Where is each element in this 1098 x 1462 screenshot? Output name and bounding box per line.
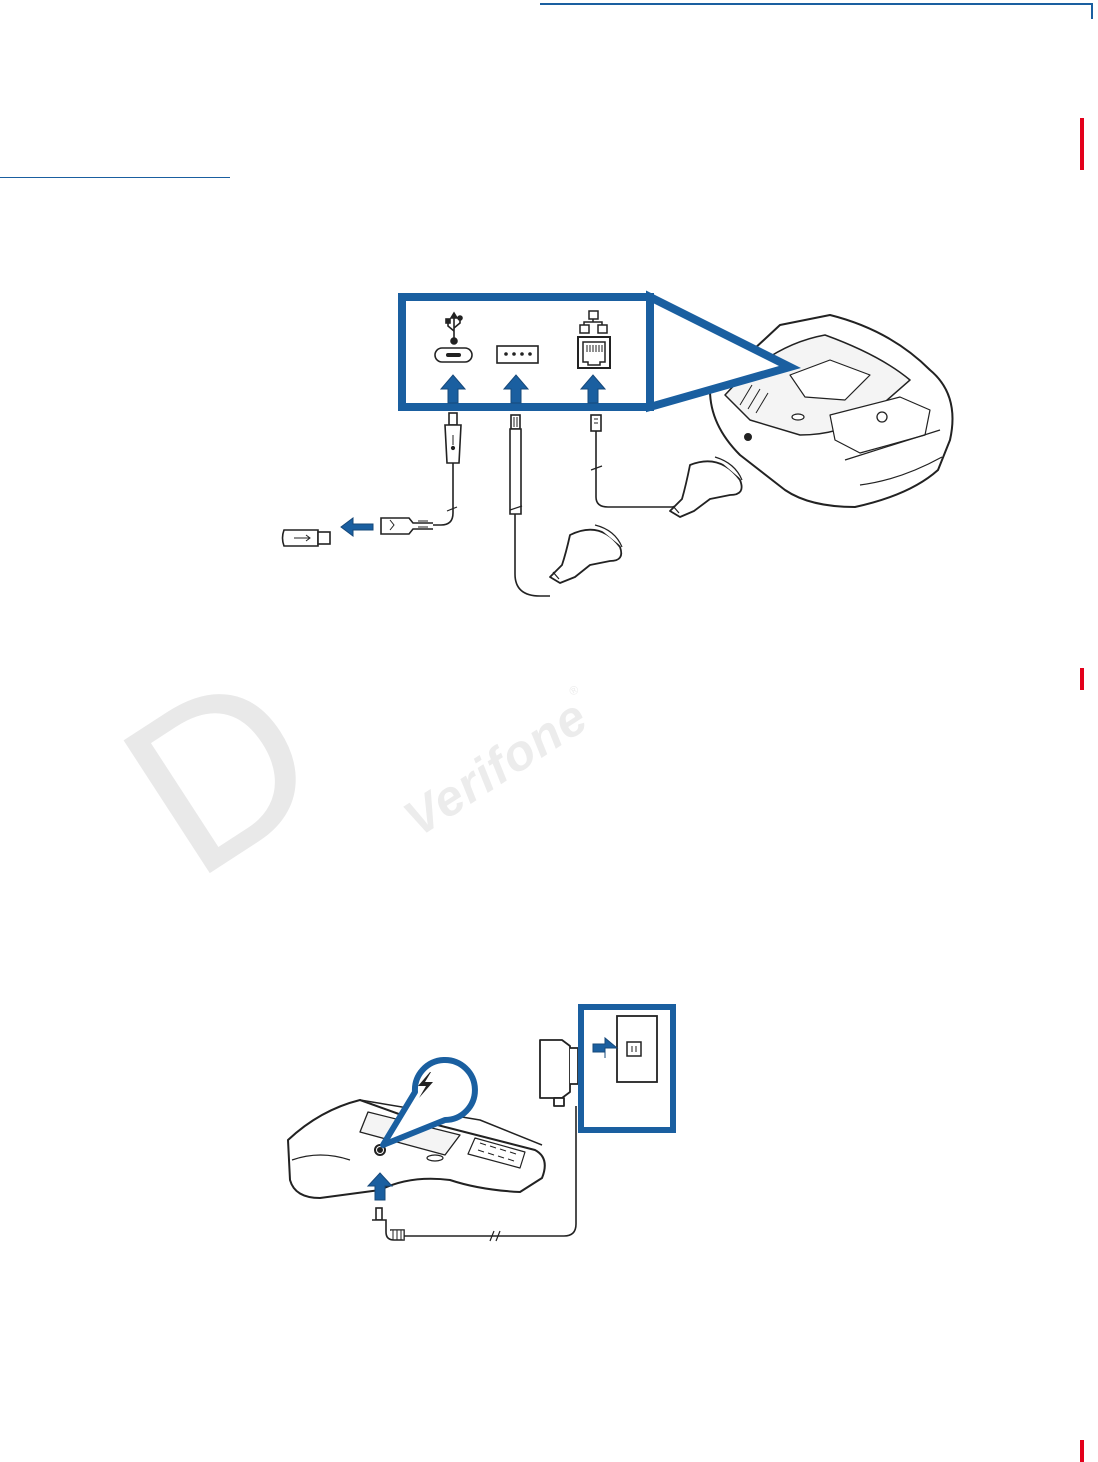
brand-watermark-text: Verifone	[394, 688, 597, 847]
left-arrow	[341, 518, 373, 536]
ethernet-port	[578, 337, 610, 368]
ethernet-cable	[591, 415, 680, 507]
power-connection-figure	[280, 1000, 680, 1250]
brand-watermark: Verifone®	[393, 682, 606, 848]
usb-flash-drive	[283, 530, 331, 546]
wall-outlet-icon	[617, 1016, 657, 1082]
change-bar	[1080, 668, 1084, 690]
serial-port-icon	[497, 346, 538, 363]
barcode-scanner	[550, 525, 622, 583]
change-bar	[1080, 118, 1084, 170]
usb-cable	[381, 413, 461, 534]
header-rule	[540, 3, 1092, 5]
serial-cable	[510, 415, 550, 596]
section-rule	[0, 177, 230, 178]
header-rule-tick	[1091, 3, 1093, 19]
ports-connection-figure	[270, 285, 970, 600]
change-bar	[1080, 1440, 1084, 1462]
draft-watermark: D	[91, 616, 379, 909]
barcode-scanner	[670, 457, 742, 517]
